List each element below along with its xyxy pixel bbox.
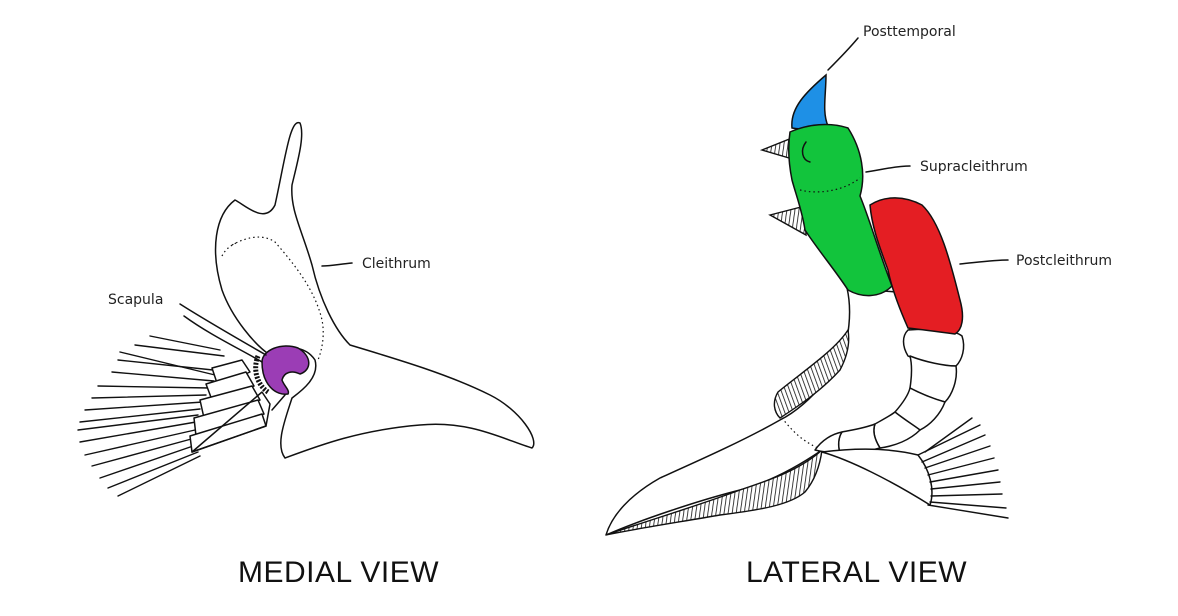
- lateral-fin-rays: [917, 417, 1009, 519]
- medial-view: Scapula Cleithrum MEDIAL VIEW: [77, 122, 535, 589]
- scapula-fill: [261, 345, 310, 395]
- scapula-shape: [253, 345, 310, 395]
- posttemporal-label: Posttemporal: [863, 24, 956, 40]
- medial-fin-rays: [77, 335, 225, 497]
- scapula-label: Scapula: [108, 292, 163, 308]
- lateral-hatched-strip-lower: [605, 448, 823, 536]
- lateral-hatched-strip-upper: [773, 328, 850, 419]
- medial-radials: [189, 359, 271, 453]
- postcleithrum-label: Postcleithrum: [1016, 253, 1112, 269]
- lateral-fin-base: [821, 448, 933, 506]
- posttemporal-leader: [827, 37, 859, 71]
- postcleithrum-shape: [869, 197, 964, 335]
- supracleithrum-leader: [865, 165, 911, 173]
- lateral-view: Posttemporal Supracleithrum Postcleithru…: [605, 24, 1112, 589]
- cleithrum-label: Cleithrum: [362, 256, 431, 272]
- postcleithrum-leader: [959, 259, 1009, 265]
- lateral-view-title: LATERAL VIEW: [746, 556, 967, 589]
- medial-cleithrum-shape: [214, 122, 535, 459]
- supracleithrum-shape: [787, 123, 893, 297]
- supracleithrum-label: Supracleithrum: [920, 159, 1028, 175]
- cleithrum-leader: [321, 262, 353, 267]
- medial-view-title: MEDIAL VIEW: [238, 556, 439, 589]
- scapula-leader: [179, 303, 267, 356]
- posttemporal-shape: [791, 73, 830, 130]
